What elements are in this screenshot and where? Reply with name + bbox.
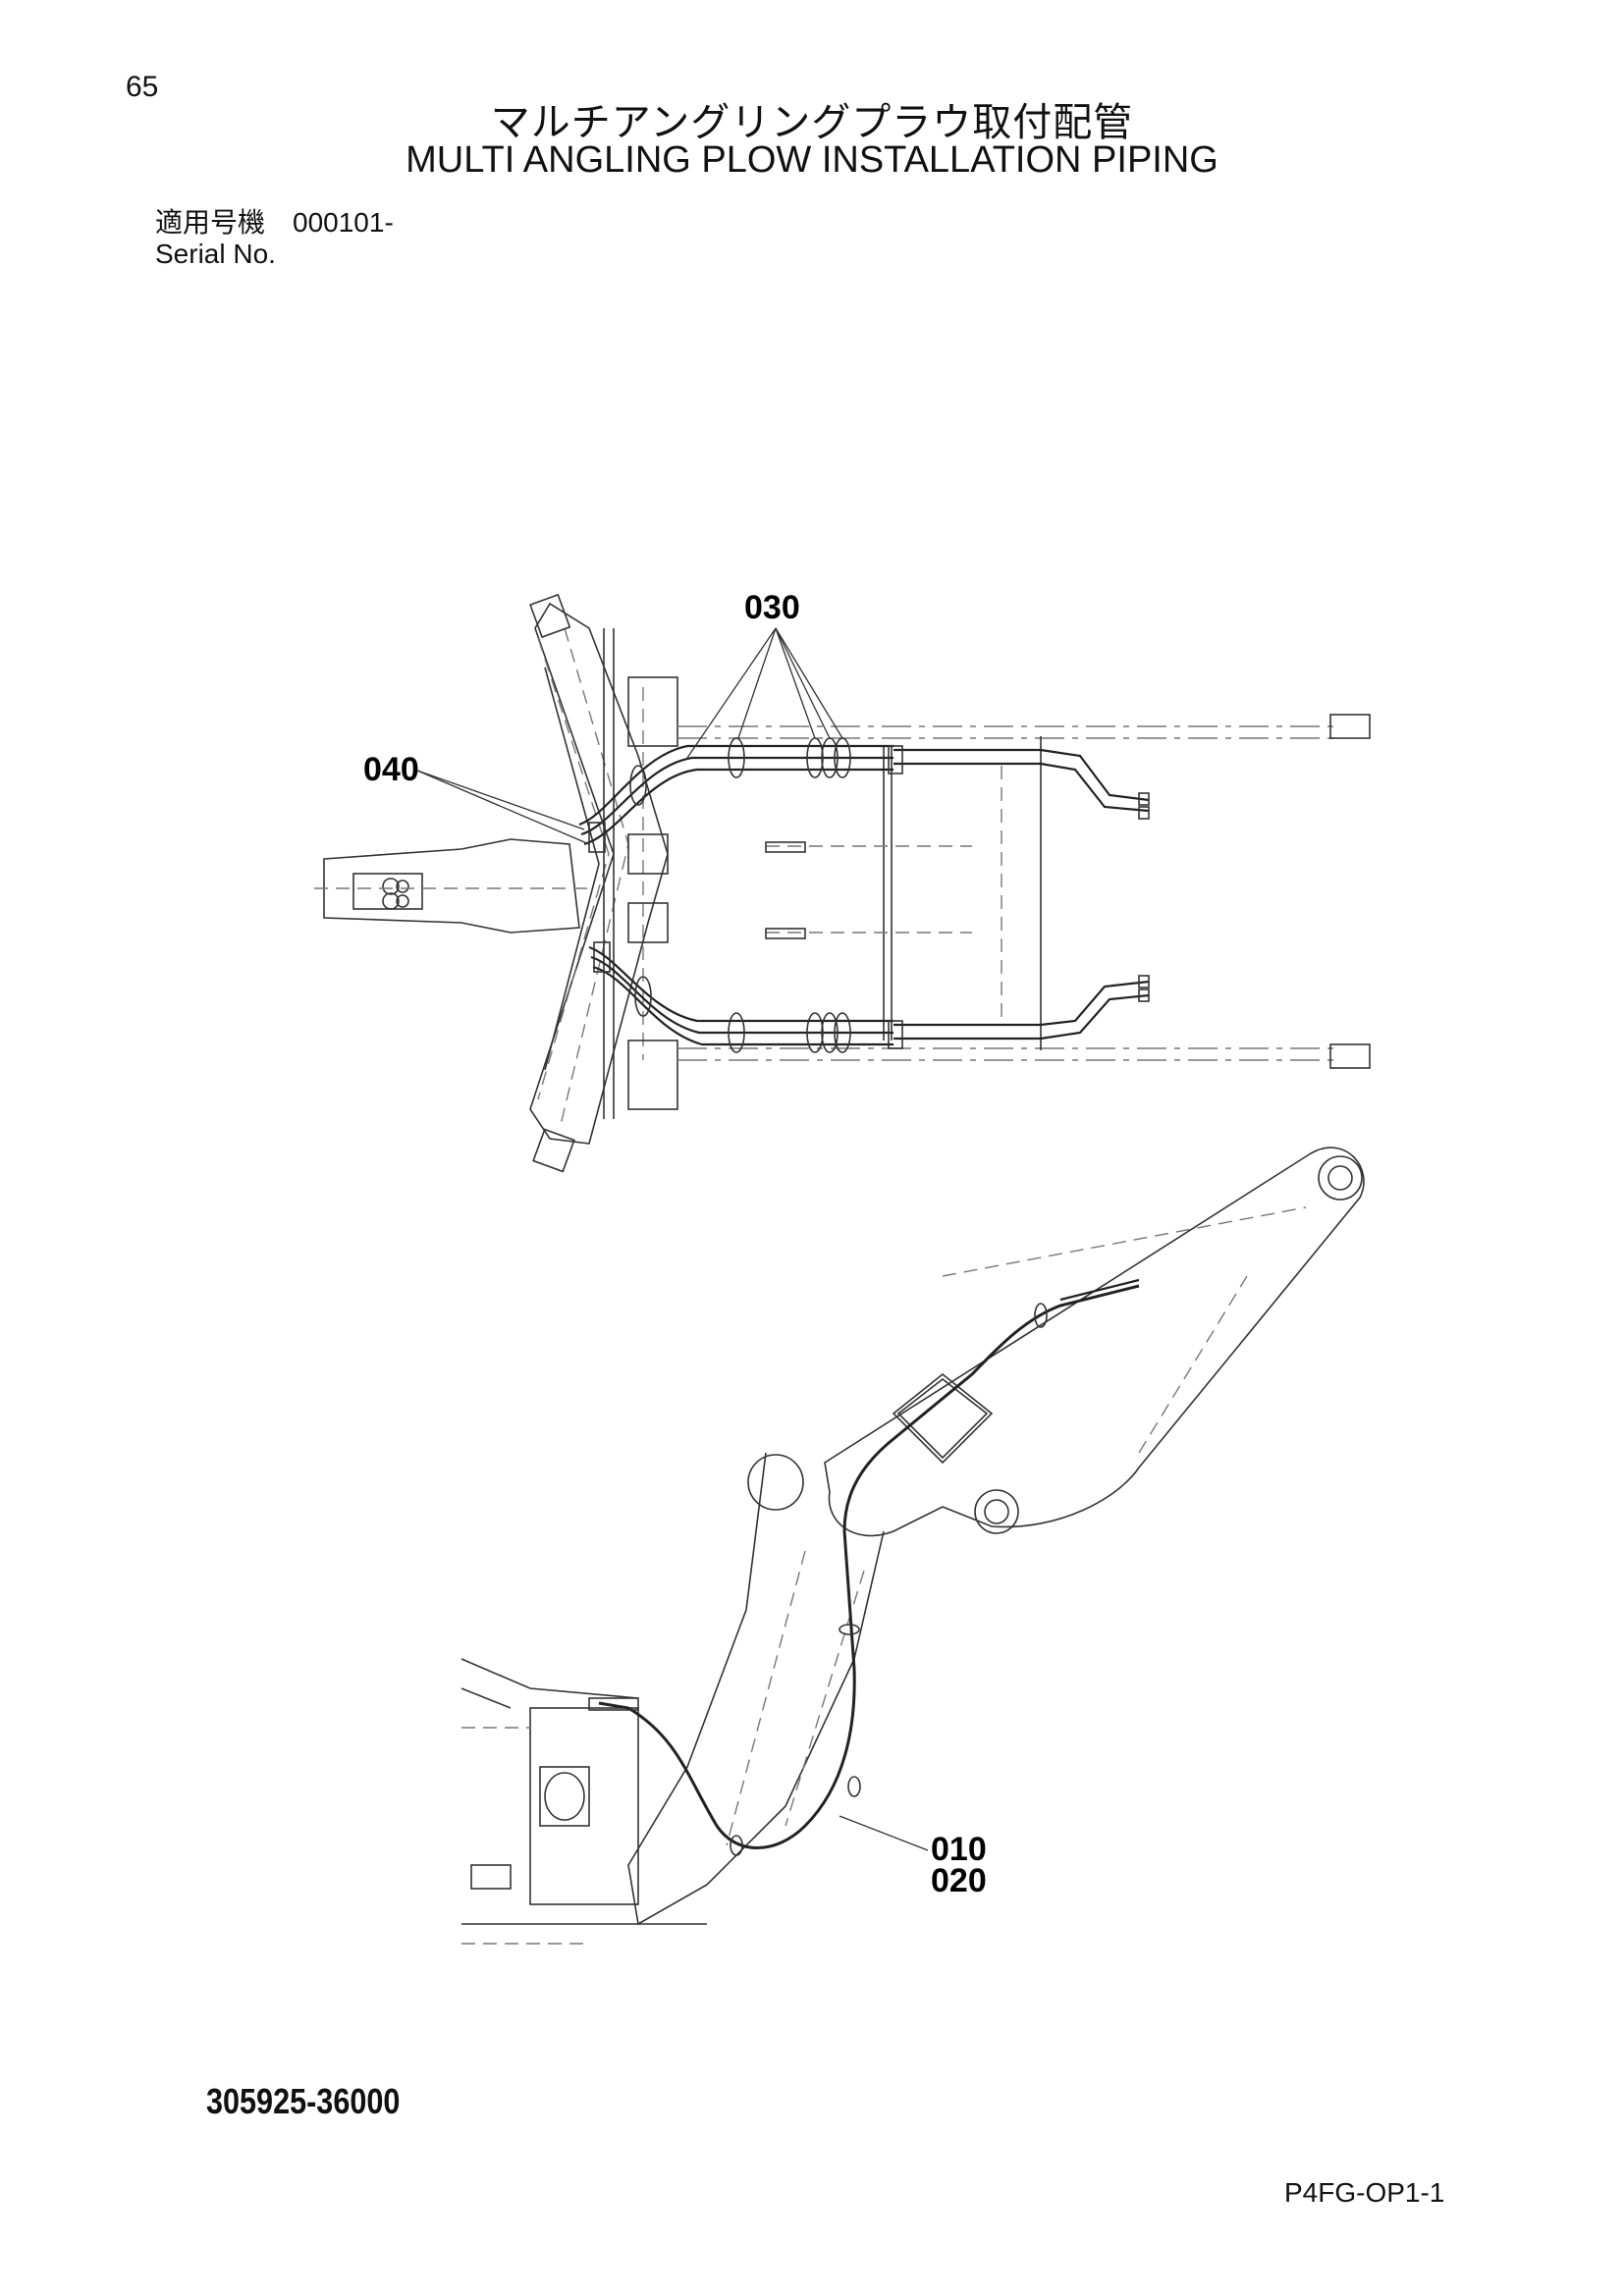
callout-040: 040 <box>363 751 419 788</box>
callout-020: 020 <box>931 1862 987 1899</box>
callout-030: 030 <box>744 589 800 626</box>
page-title-english: MULTI ANGLING PLOW INSTALLATION PIPING <box>406 139 1218 181</box>
callout-010: 010 <box>931 1831 987 1868</box>
serial-applicability: 適用号機 000101- <box>155 201 394 240</box>
serial-value: 000101- <box>293 207 394 238</box>
top-view-assembly: 030 040 <box>314 589 1371 1173</box>
serial-label-japanese: 適用号機 <box>155 206 266 239</box>
sheet-code: P4FG-OP1-1 <box>1284 2177 1445 2208</box>
page-number: 65 <box>126 71 159 103</box>
page-title-japanese: マルチアングリングプラウ取付配管 <box>490 100 1134 145</box>
serial-label-english: Serial No. <box>155 239 276 269</box>
part-number: 305925-36000 <box>206 2081 401 2121</box>
side-view-assembly: 010 020 <box>460 1147 1365 1945</box>
